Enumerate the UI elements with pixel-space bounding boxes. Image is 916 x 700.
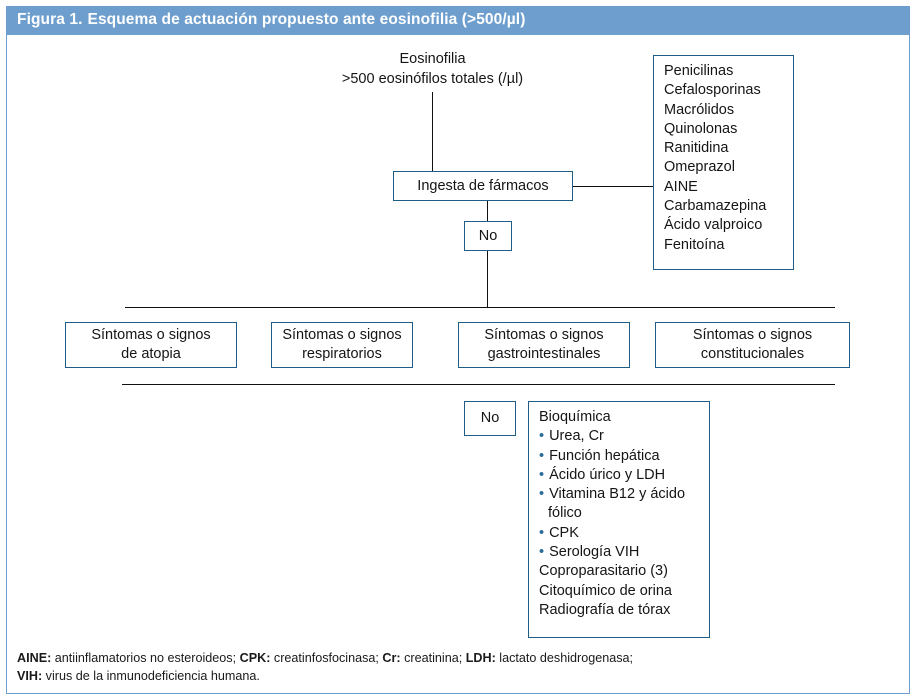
- workup-plain-item: Coproparasitario (3): [539, 563, 668, 580]
- workup-heading: Bioquímica: [539, 409, 611, 425]
- workup-bullet-continuation: fólico: [548, 505, 582, 522]
- drug-list-item: Carbamazepina: [664, 197, 767, 214]
- drug-list-item: Penicilinas: [664, 63, 734, 79]
- node-no-2[interactable]: No: [464, 401, 516, 436]
- abbr-cr: Cr:: [382, 651, 401, 665]
- connector-drug-intake-to-no-1: [487, 201, 488, 221]
- workup-bullet: Vitamina B12 y ácido: [539, 485, 700, 504]
- node-drug-intake-label: Ingesta de fármacos: [417, 177, 549, 194]
- figure-footnote-line1: AINE: antiinflamatorios no esteroideos; …: [17, 650, 897, 668]
- drug-list-item: Quinolonas: [664, 120, 738, 137]
- figure-footnote: AINE: antiinflamatorios no esteroideos; …: [17, 650, 897, 686]
- node-symptoms-gastrointestinal[interactable]: Síntomas o signos gastrointestinales: [458, 322, 630, 368]
- connector-root-to-drug-intake: [432, 92, 433, 171]
- root-node-line1: Eosinofilia: [399, 51, 466, 67]
- abbr-vih: VIH:: [17, 668, 43, 683]
- node-no-2-label: No: [480, 410, 500, 427]
- workup-bullet: Serología VIH: [539, 543, 700, 562]
- figure-number: Figura 1.: [17, 11, 83, 28]
- workup-plain-item: Citoquímico de orina: [539, 582, 672, 599]
- node-symptoms-respiratory-line1: Síntomas o signos: [282, 327, 402, 344]
- drug-list-item: Macrólidos: [664, 101, 735, 118]
- figure-title-bar: Figura 1.Esquema de actuación propuesto …: [6, 6, 910, 35]
- drug-list-item: Ranitidina: [664, 140, 729, 157]
- abbr-ldh-text: lactato deshidrogenasa;: [495, 651, 634, 665]
- abbr-vih-text: virus de la inmunodeficiencia humana.: [42, 668, 260, 683]
- drug-list-item: AINE: [664, 178, 698, 195]
- connector-no-1-to-symptom-bus: [487, 251, 488, 307]
- node-symptoms-respiratory-line2: respiratorios: [302, 346, 382, 362]
- workup-bullet: Urea, Cr: [539, 427, 700, 446]
- node-symptoms-atopia[interactable]: Síntomas o signos de atopia: [65, 322, 237, 368]
- workup-bullet: Ácido úrico y LDH: [539, 466, 700, 485]
- bus-workup-row: [122, 384, 835, 385]
- node-symptoms-atopia-line1: Síntomas o signos: [91, 327, 211, 344]
- figure-footnote-line2: VIH: virus de la inmunodeficiencia human…: [17, 668, 897, 686]
- workup-bullet: CPK: [539, 524, 700, 543]
- node-symptoms-constitutional-line2: constitucionales: [700, 346, 805, 362]
- node-no-1[interactable]: No: [464, 221, 512, 251]
- abbr-cpk: CPK:: [239, 651, 271, 665]
- figure-title: Figura 1.Esquema de actuación propuesto …: [17, 11, 525, 29]
- node-symptoms-atopia-line2: de atopia: [121, 346, 181, 362]
- abbr-aine-text: antiinflamatorios no esteroideos;: [51, 651, 240, 665]
- figure-title-label: Esquema de actuación propuesto ante eosi…: [87, 11, 526, 28]
- workup-plain-item: Radiografía de tórax: [539, 601, 671, 618]
- node-drug-intake[interactable]: Ingesta de fármacos: [393, 171, 573, 201]
- abbr-cpk-text: creatinfosfocinasa;: [270, 651, 383, 665]
- root-node-line2: >500 eosinófilos totales (/µl): [341, 70, 524, 87]
- drug-list-item: Ácido valproico: [664, 217, 763, 234]
- node-symptoms-respiratory[interactable]: Síntomas o signos respiratorios: [271, 322, 413, 368]
- abbr-ldh: LDH:: [465, 651, 496, 665]
- abbr-aine: AINE:: [17, 651, 52, 665]
- root-node-eosinofilia: Eosinofilia >500 eosinófilos totales (/µ…: [300, 50, 565, 89]
- node-symptoms-gastrointestinal-line2: gastrointestinales: [487, 346, 601, 362]
- drug-list-item: Cefalosporinas: [664, 82, 761, 99]
- abbr-cr-text: creatinina;: [400, 651, 466, 665]
- workup-bullet: Función hepática: [539, 447, 700, 466]
- bus-symptom-row: [125, 307, 835, 308]
- drug-list-item: Fenitoína: [664, 236, 725, 253]
- node-drug-list[interactable]: Penicilinas Cefalosporinas Macrólidos Qu…: [653, 55, 794, 270]
- node-symptoms-gastrointestinal-line1: Síntomas o signos: [484, 327, 604, 344]
- node-symptoms-constitutional-line1: Síntomas o signos: [692, 327, 813, 344]
- node-symptoms-constitutional[interactable]: Síntomas o signos constitucionales: [655, 322, 850, 368]
- node-no-1-label: No: [478, 227, 498, 244]
- connector-drug-intake-to-drug-list: [573, 186, 653, 187]
- drug-list-item: Omeprazol: [664, 159, 735, 176]
- node-workup-bioquimica[interactable]: Bioquímica Urea, Cr Función hepática Áci…: [528, 401, 710, 638]
